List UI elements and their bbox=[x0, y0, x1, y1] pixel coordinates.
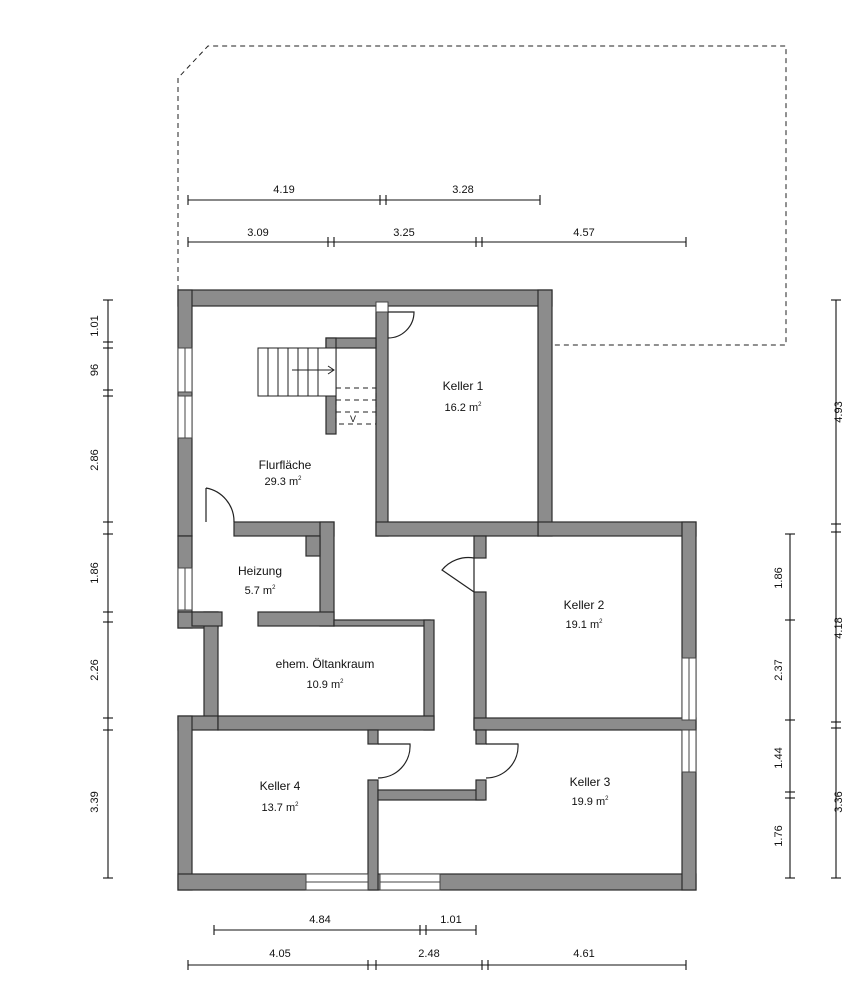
room-name-heizung: Heizung bbox=[238, 564, 282, 578]
dim-right-inner-1: 1.86 bbox=[773, 567, 785, 588]
dashed-outline bbox=[177, 45, 787, 346]
dim-top-outer-2: 3.28 bbox=[452, 184, 473, 196]
dim-left-3: 2.86 bbox=[89, 449, 101, 470]
room-name-keller-2: Keller 2 bbox=[564, 598, 605, 612]
room-area-heizung: 5.7 m2 bbox=[245, 585, 277, 597]
room-name-keller-3: Keller 3 bbox=[570, 775, 611, 789]
dim-bottom-outer-2: 2.48 bbox=[418, 948, 439, 960]
doors bbox=[205, 311, 519, 779]
dim-top-inner-3: 4.57 bbox=[573, 227, 594, 239]
dimensions-top: 4.19 3.28 3.09 3.25 4.57 bbox=[187, 184, 687, 247]
dimensions-bottom: 4.84 1.01 4.05 2.48 4.61 bbox=[187, 914, 687, 970]
room-name-keller-4: Keller 4 bbox=[260, 779, 301, 793]
dim-top-outer-1: 4.19 bbox=[273, 184, 294, 196]
room-area-keller-3: 19.9 m2 bbox=[572, 796, 610, 808]
dim-bottom-outer-3: 4.61 bbox=[573, 948, 594, 960]
dim-top-inner-2: 3.25 bbox=[393, 227, 414, 239]
dim-left-5: 2.26 bbox=[89, 659, 101, 680]
room-area-keller-2: 19.1 m2 bbox=[566, 619, 604, 631]
room-area-keller-4: 13.7 m2 bbox=[262, 802, 300, 814]
windows bbox=[177, 301, 697, 891]
room-area-flurflaeche: 29.3 m2 bbox=[265, 476, 303, 488]
dimensions-right: 1.86 2.37 1.44 1.76 4.93 4.18 3.36 bbox=[773, 299, 845, 879]
room-labels: Flurfläche 29.3 m2 Keller 1 16.2 m2 Heiz… bbox=[238, 379, 611, 814]
room-area-oeltankraum: 10.9 m2 bbox=[307, 679, 345, 691]
room-name-oeltankraum: ehem. Öltankraum bbox=[276, 657, 375, 671]
dim-left-4: 1.86 bbox=[89, 562, 101, 583]
dim-left-2: 96 bbox=[89, 364, 101, 376]
dim-right-inner-4: 1.76 bbox=[773, 825, 785, 846]
room-name-flurflaeche: Flurfläche bbox=[259, 458, 312, 472]
dim-right-outer-2: 4.18 bbox=[833, 617, 845, 638]
dim-top-inner-1: 3.09 bbox=[247, 227, 268, 239]
staircase: V bbox=[257, 347, 377, 425]
dim-right-inner-3: 1.44 bbox=[773, 747, 785, 768]
dim-bottom-outer-1: 4.05 bbox=[269, 948, 290, 960]
room-area-keller-1: 16.2 m2 bbox=[445, 402, 483, 414]
dimensions-left: 1.01 96 2.86 1.86 2.26 3.39 bbox=[89, 299, 113, 879]
dim-left-6: 3.39 bbox=[89, 791, 101, 812]
stair-label: V bbox=[350, 414, 356, 424]
dim-right-outer-1: 4.93 bbox=[833, 401, 845, 422]
dim-left-1: 1.01 bbox=[89, 315, 101, 336]
room-name-keller-1: Keller 1 bbox=[443, 379, 484, 393]
dim-bottom-inner-1: 4.84 bbox=[309, 914, 330, 926]
dim-right-outer-3: 3.36 bbox=[833, 791, 845, 812]
dim-bottom-inner-2: 1.01 bbox=[440, 914, 461, 926]
dim-right-inner-2: 2.37 bbox=[773, 659, 785, 680]
